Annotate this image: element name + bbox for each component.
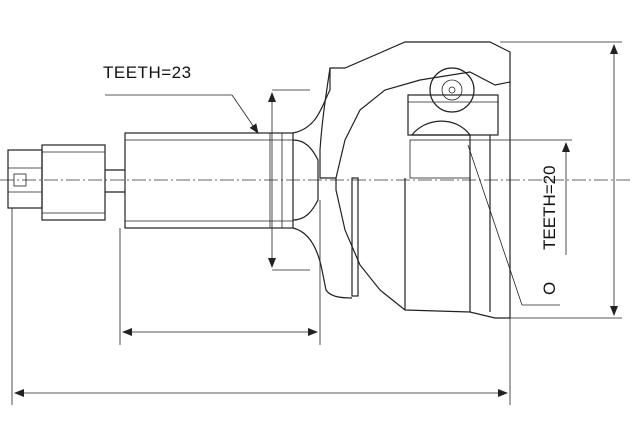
dimension-spline-length bbox=[119, 200, 321, 345]
dimension-right-vertical bbox=[500, 41, 622, 319]
outer-teeth-label: TEETH=23 bbox=[103, 63, 192, 82]
inner-race bbox=[407, 67, 499, 179]
dimension-inner-teeth bbox=[470, 139, 572, 255]
leader-inner-teeth bbox=[467, 144, 560, 306]
leader-outer-teeth bbox=[105, 94, 259, 134]
dimension-left-vertical bbox=[268, 89, 310, 271]
shaft-section bbox=[41, 144, 125, 221]
dimension-overall-length bbox=[11, 208, 511, 405]
ring-mark-label: O bbox=[540, 282, 559, 295]
threaded-stub bbox=[7, 149, 43, 209]
inner-teeth-label: TEETH=20 bbox=[540, 165, 559, 250]
splined-shaft bbox=[124, 132, 294, 229]
bell-housing bbox=[319, 41, 511, 319]
shaft-neck bbox=[292, 68, 353, 299]
